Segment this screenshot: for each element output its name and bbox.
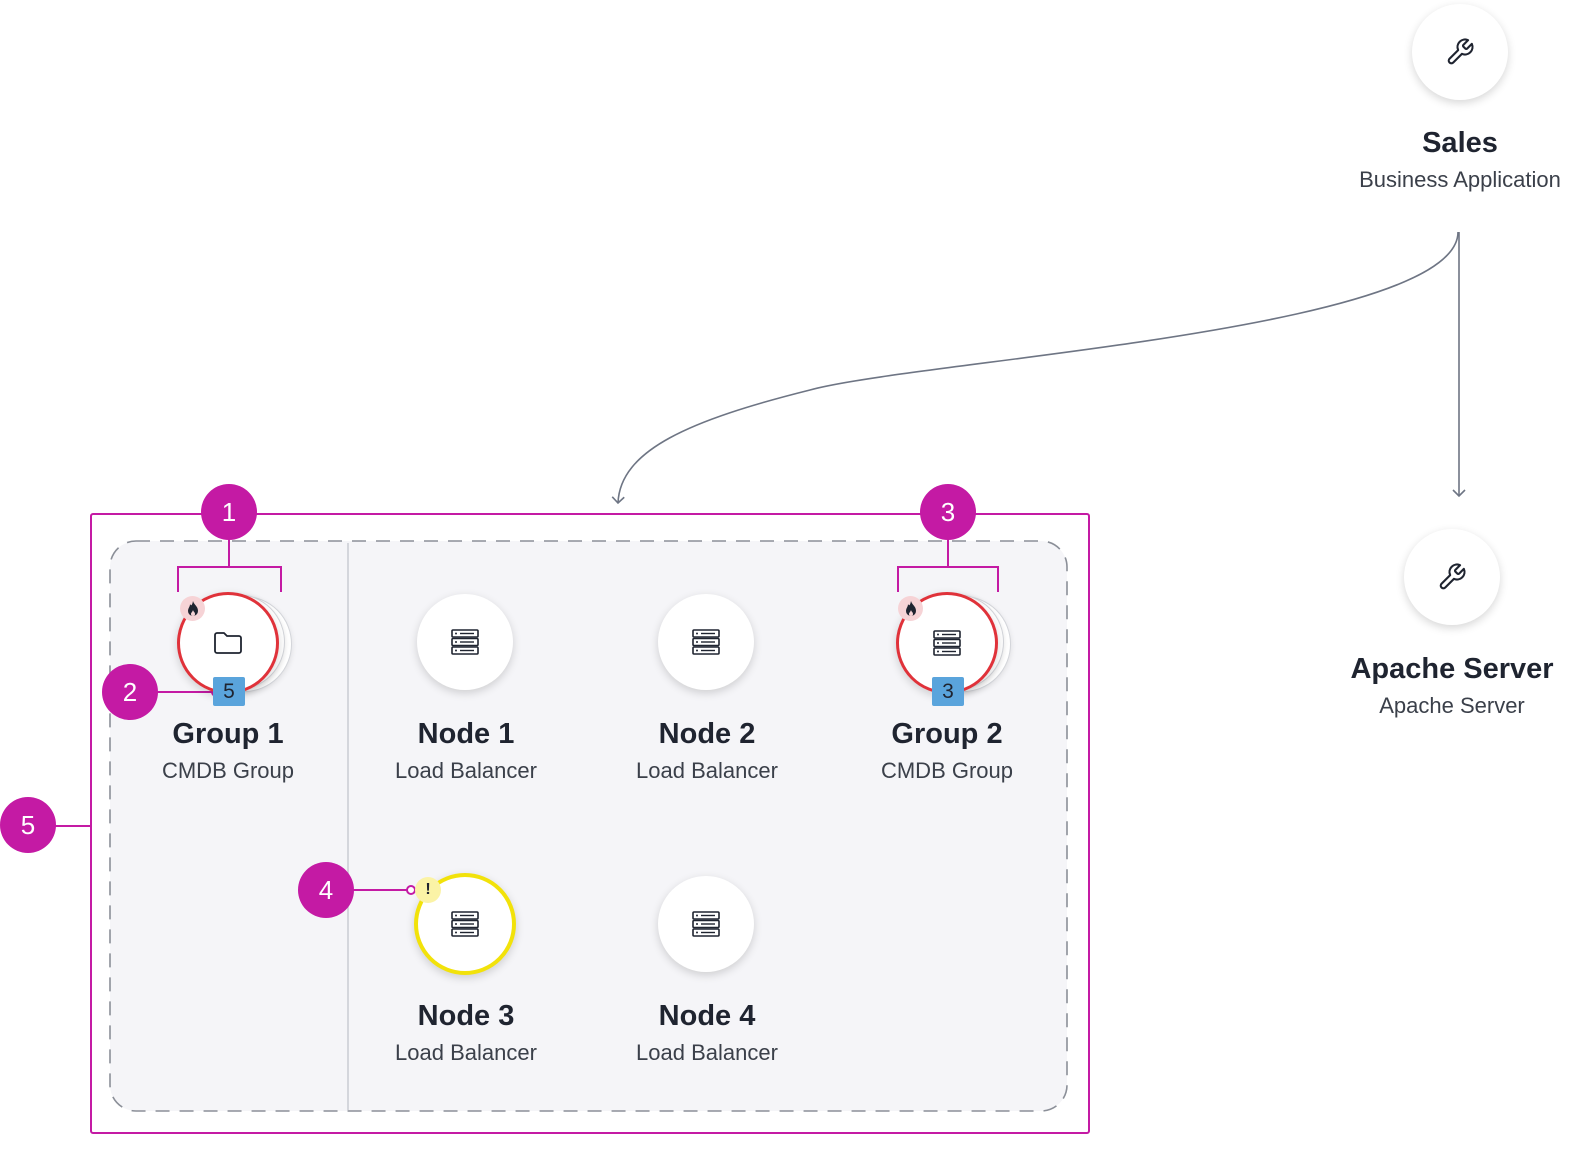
callout-4-dot (406, 885, 416, 895)
node-2-node[interactable] (658, 594, 754, 690)
group-2-critical-badge (898, 596, 923, 621)
node-3-title: Node 3 (417, 1000, 515, 1032)
group-2-count-badge: 3 (932, 677, 964, 706)
callout-3-bracket (897, 566, 999, 592)
node-4-title: Node 4 (658, 1000, 756, 1032)
selection-container (90, 513, 1090, 1134)
callout-2: 2 (102, 664, 158, 720)
callout-3: 3 (920, 484, 976, 540)
sales-node[interactable] (1412, 4, 1508, 100)
apache-server-node[interactable] (1404, 529, 1500, 625)
wrench-icon (1439, 563, 1466, 590)
node-4-node[interactable] (658, 876, 754, 972)
apache-server-subtitle: Apache Server (1379, 693, 1525, 718)
group-1-count-badge: 5 (213, 677, 245, 706)
server-icon (451, 911, 479, 937)
sales-title: Sales (1422, 127, 1498, 159)
node-1-node[interactable] (417, 594, 513, 690)
node-4-subtitle: Load Balancer (636, 1040, 778, 1065)
node-1-title: Node 1 (417, 718, 515, 750)
edge-sales-to-group (611, 231, 1459, 505)
callout-1: 1 (201, 484, 257, 540)
node-3-warning-badge: ! (415, 877, 441, 903)
node-2-subtitle: Load Balancer (636, 758, 778, 783)
wrench-icon (1447, 38, 1474, 65)
server-icon (451, 629, 479, 655)
server-icon (692, 629, 720, 655)
callout-4: 4 (298, 862, 354, 918)
group-2-title: Group 2 (891, 718, 1003, 750)
server-icon (933, 630, 961, 656)
callout-5: 5 (0, 797, 56, 853)
group-1-subtitle: CMDB Group (161, 758, 295, 783)
group-1-title: Group 1 (172, 718, 284, 750)
fire-icon (905, 600, 916, 616)
callout-1-bracket (177, 566, 282, 592)
group-box (109, 540, 1068, 1112)
fire-icon (187, 600, 198, 616)
node-3-subtitle: Load Balancer (395, 1040, 537, 1065)
node-2-title: Node 2 (658, 718, 756, 750)
folder-icon (214, 632, 242, 654)
group-1-critical-badge (180, 596, 205, 621)
sales-subtitle: Business Application (1359, 167, 1561, 192)
apache-server-title: Apache Server (1350, 653, 1554, 685)
server-icon (692, 911, 720, 937)
group-2-subtitle: CMDB Group (880, 758, 1014, 783)
node-1-subtitle: Load Balancer (395, 758, 537, 783)
